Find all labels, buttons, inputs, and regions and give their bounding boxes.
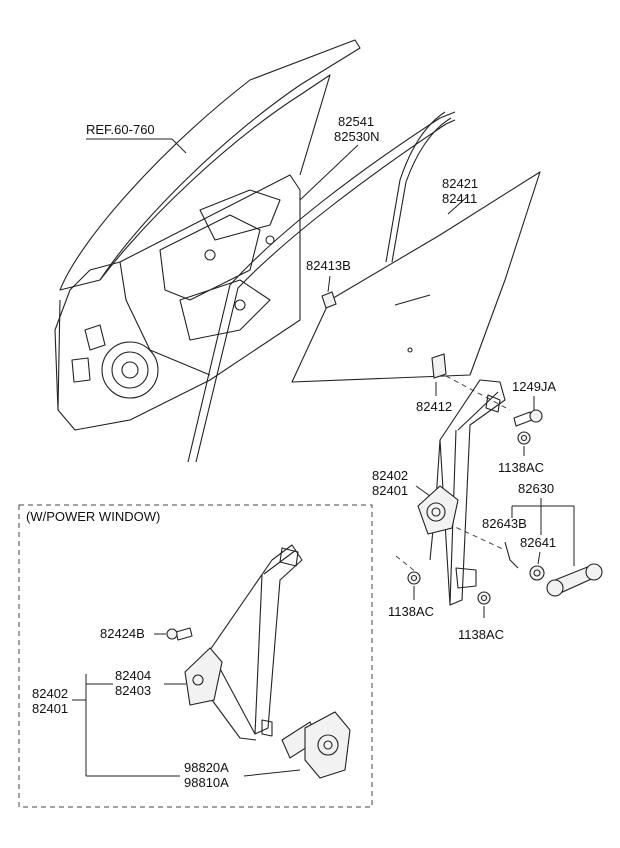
ref-callout: REF.60-760: [86, 122, 187, 154]
glass-label-a: 82421: [442, 176, 478, 191]
ref-label: REF.60-760: [86, 122, 155, 137]
nut-label-left: 1138AC: [388, 604, 434, 619]
power-window-title: (W/POWER WINDOW): [26, 509, 160, 524]
power-motor: [281, 711, 351, 779]
regulator-label-a: 82402: [372, 468, 408, 483]
spring-label: 82643B: [482, 516, 527, 531]
pw-bracket-label-a: 82404: [115, 668, 151, 683]
nut-label-right: 1138AC: [458, 627, 504, 642]
bolt-label: 1249JA: [512, 379, 556, 394]
power-bolt: [166, 627, 193, 641]
door-glass: [291, 171, 541, 383]
glass-clip: [321, 291, 337, 309]
glass-clip-label: 82413B: [306, 258, 351, 273]
washer-label: 82641: [520, 535, 556, 550]
power-regulator: [184, 544, 303, 741]
nut-label-upper: 1138AC: [498, 460, 544, 475]
glass-holder: [431, 353, 447, 379]
regulator-label-b: 82401: [372, 483, 408, 498]
pw-motor-label-a: 98820A: [184, 760, 229, 775]
door-frame: [54, 39, 361, 431]
nut-right: [477, 591, 491, 605]
pw-motor-label-b: 98810A: [184, 775, 229, 790]
bolt: [513, 409, 543, 427]
nut-upper: [517, 431, 531, 445]
run-channel-label-b: 82530N: [334, 129, 380, 144]
handle-label: 82630: [518, 481, 554, 496]
power-window-box: [18, 504, 373, 808]
pw-regulator-label-a: 82402: [32, 686, 68, 701]
pw-bolt-label: 82424B: [100, 626, 145, 641]
pw-regulator-label-b: 82401: [32, 701, 68, 716]
run-channel: [187, 111, 456, 463]
glass-holder-label: 82412: [416, 399, 452, 414]
spring-clip: [504, 541, 519, 569]
window-handle: [546, 563, 603, 597]
nut-left: [407, 571, 421, 585]
run-channel-label-a: 82541: [338, 114, 374, 129]
pw-bracket-label-b: 82403: [115, 683, 151, 698]
manual-regulator: [417, 379, 506, 606]
glass-label-b: 82411: [442, 191, 477, 206]
washer: [529, 565, 545, 581]
